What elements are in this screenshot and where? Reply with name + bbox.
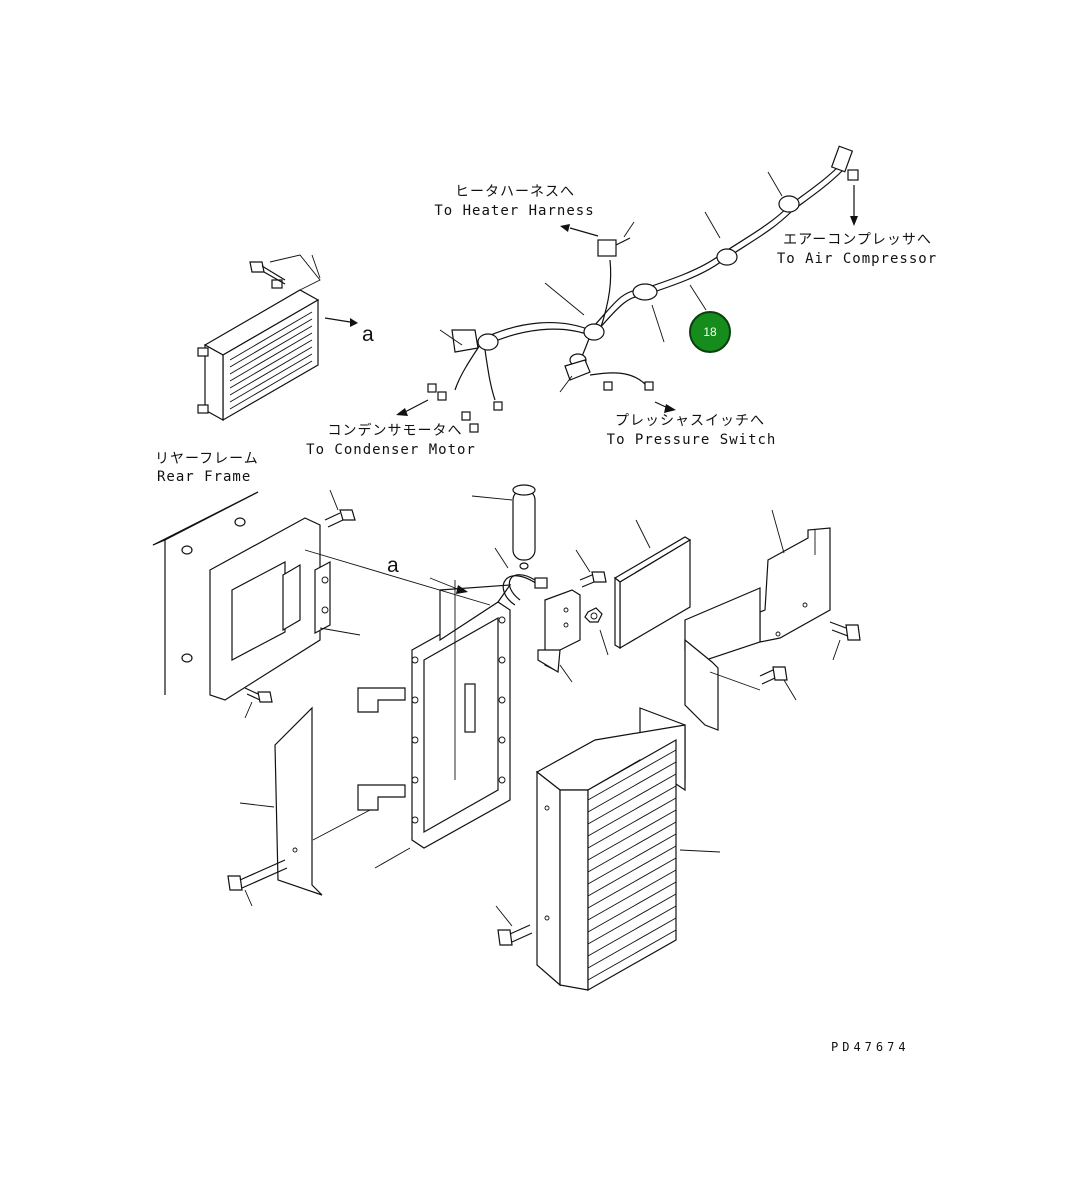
- part-callout-18[interactable]: 18: [689, 311, 731, 353]
- rear-frame-label-jp: リヤーフレーム: [155, 451, 259, 467]
- bracket-bolt: [244, 687, 273, 703]
- condenser-motor-label-jp: コンデンサモータへ: [327, 423, 463, 439]
- drier-nut: [584, 607, 603, 623]
- bracket-plate: [209, 517, 331, 701]
- rear-frame: [152, 491, 259, 695]
- condenser-unit: [197, 279, 320, 422]
- pressure-switch-label-jp: プレッシャスイッチへ: [615, 413, 765, 429]
- center-frame: [357, 580, 512, 849]
- heater-harness-label-jp: ヒータハーネスへ: [455, 184, 575, 200]
- wiring-harness: [396, 145, 859, 433]
- side-cover: [684, 527, 831, 663]
- rear-frame-label-en: Rear Frame: [157, 469, 252, 485]
- mid-bracket: [684, 638, 761, 731]
- heater-harness-label-en: To Heater Harness: [434, 203, 595, 219]
- guard-bolt: [227, 859, 288, 891]
- drawing-code: PD47674: [831, 1040, 910, 1054]
- callout-number: 18: [703, 325, 717, 339]
- reference-a-top: a: [362, 323, 374, 346]
- pressure-switch-label-en: To Pressure Switch: [606, 432, 777, 448]
- condenser-bolt: [249, 261, 286, 285]
- air-compressor-label-jp: エアーコンプレッサへ: [783, 232, 932, 248]
- guard-plate: [274, 706, 323, 896]
- frame-bolt: [324, 509, 356, 528]
- drier-bolt: [579, 571, 607, 588]
- insulation-pad: [613, 536, 692, 650]
- air-compressor-label-en: To Air Compressor: [776, 251, 938, 267]
- receiver-drier: [512, 484, 536, 570]
- cover-bolt-bottom: [497, 924, 533, 946]
- u-pipe: [502, 574, 548, 606]
- cover-bolt-mid: [759, 666, 788, 685]
- drier-bracket: [537, 589, 581, 674]
- cover-bolt-right: [829, 621, 861, 641]
- condenser-motor-label-en: To Condenser Motor: [306, 442, 476, 458]
- reference-a-mid: a: [387, 554, 399, 577]
- condenser-cover: [535, 707, 686, 992]
